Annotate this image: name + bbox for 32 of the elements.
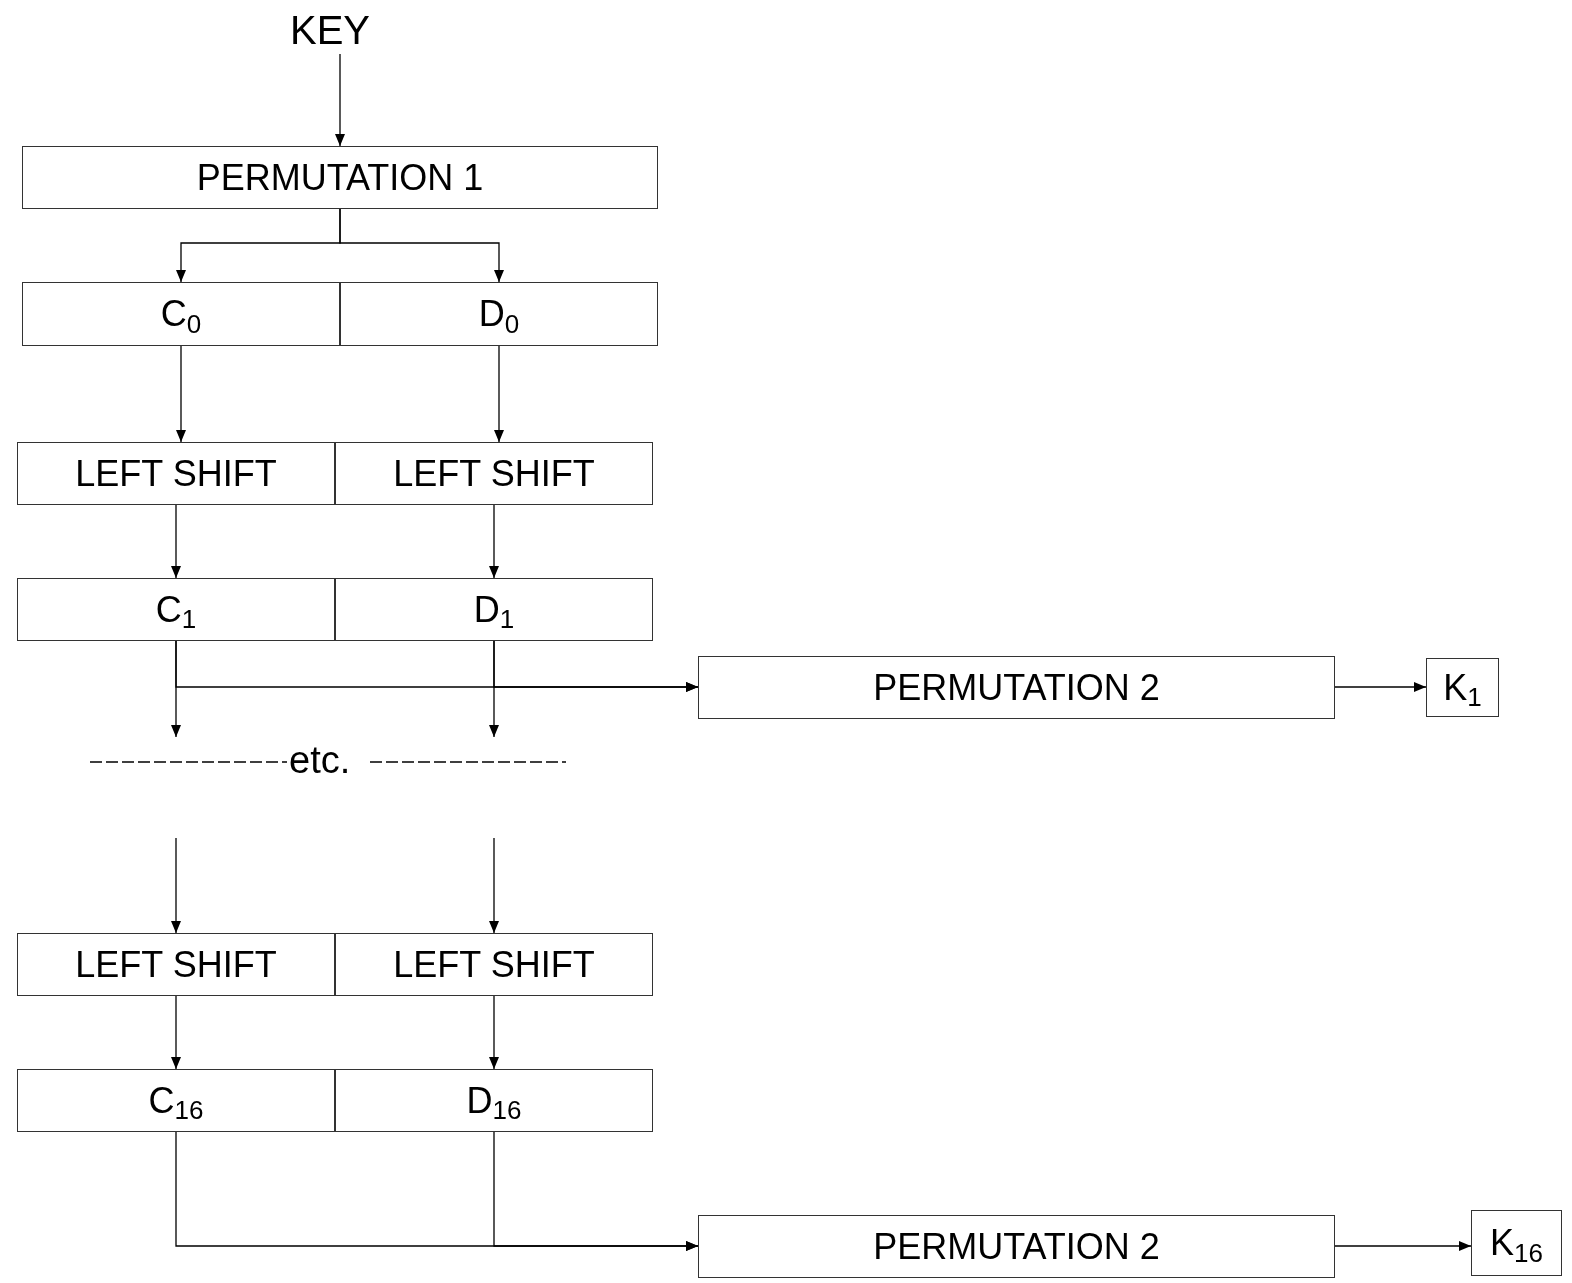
- arrow: [489, 995, 499, 1070]
- process-box: C$_{1}$: [17, 578, 335, 641]
- arrow: [171, 837, 181, 934]
- process-box: PERMUTATION 2: [698, 656, 1335, 719]
- process-box: LEFT SHIFT: [17, 933, 335, 996]
- arrow: [1334, 1241, 1472, 1251]
- arrow: [171, 995, 181, 1070]
- arrow: [171, 640, 181, 738]
- arrow: [171, 504, 181, 579]
- process-box: K$_{1}$: [1426, 658, 1499, 717]
- arrow: [176, 345, 186, 443]
- process-box: D$_{1}$: [335, 578, 653, 641]
- process-box: K$_{16}$: [1471, 1210, 1562, 1276]
- arrow: [489, 640, 499, 738]
- arrow: [489, 837, 499, 934]
- process-box: C$_{16}$: [17, 1069, 335, 1132]
- process-box: D$_{0}$: [340, 282, 658, 346]
- process-box: D$_{16}$: [335, 1069, 653, 1132]
- arrow: [489, 504, 499, 579]
- arrow: [494, 345, 504, 443]
- process-box: LEFT SHIFT: [335, 442, 653, 505]
- process-box: PERMUTATION 1: [22, 146, 658, 209]
- arrow: [339, 208, 504, 283]
- arrow: [1334, 682, 1427, 692]
- process-box: LEFT SHIFT: [17, 442, 335, 505]
- process-box: LEFT SHIFT: [335, 933, 653, 996]
- input-label: KEY: [280, 6, 380, 54]
- arrow: [335, 53, 345, 147]
- arrow: [493, 1131, 699, 1251]
- process-box: C$_{0}$: [22, 282, 340, 346]
- process-box: PERMUTATION 2: [698, 1215, 1335, 1278]
- continuation-label: etc.: [289, 738, 351, 782]
